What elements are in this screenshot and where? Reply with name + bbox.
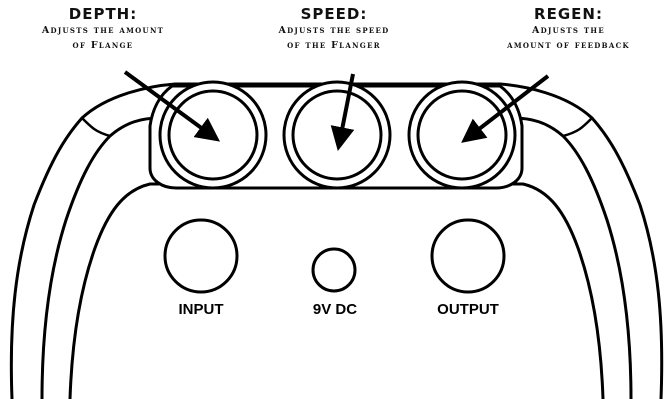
power-jack[interactable] <box>311 247 357 293</box>
depth-callout-line1: Adjusts the amount <box>41 25 165 36</box>
depth-callout-title: DEPTH: <box>68 5 138 23</box>
regen-callout: REGEN: Adjusts the amount of feedback <box>466 6 671 53</box>
output-jack[interactable] <box>430 218 506 294</box>
regen-callout-line2: amount of feedback <box>507 40 630 51</box>
depth-callout: DEPTH: Adjusts the amount of Flange <box>0 6 206 53</box>
speed-callout-title: SPEED: <box>300 5 368 23</box>
speed-arrow <box>330 73 355 151</box>
input-jack[interactable] <box>163 218 239 294</box>
output-label: OUTPUT <box>437 301 499 318</box>
speed-callout-line1: Adjusts the speed <box>278 25 390 36</box>
speed-callout-line2: of the Flanger <box>287 40 381 51</box>
speed-callout: SPEED: Adjusts the speed of the Flanger <box>236 6 432 53</box>
pedal-left-rail-inner <box>81 117 111 138</box>
speed-knob[interactable] <box>282 80 392 190</box>
regen-callout-line1: Adjusts the <box>532 25 605 36</box>
input-label: INPUT <box>179 301 224 318</box>
pedal-right-rail <box>512 116 633 399</box>
pedal-left-rail <box>40 116 161 399</box>
depth-knob[interactable] <box>158 80 268 190</box>
pedal-right-rail-inner <box>562 117 593 138</box>
regen-callout-title: REGEN: <box>534 5 603 23</box>
depth-callout-line2: of Flange <box>72 40 134 51</box>
regen-knob[interactable] <box>407 80 517 190</box>
power-label: 9V DC <box>313 301 357 318</box>
regen-arrow <box>461 74 550 143</box>
depth-arrow <box>123 70 221 142</box>
